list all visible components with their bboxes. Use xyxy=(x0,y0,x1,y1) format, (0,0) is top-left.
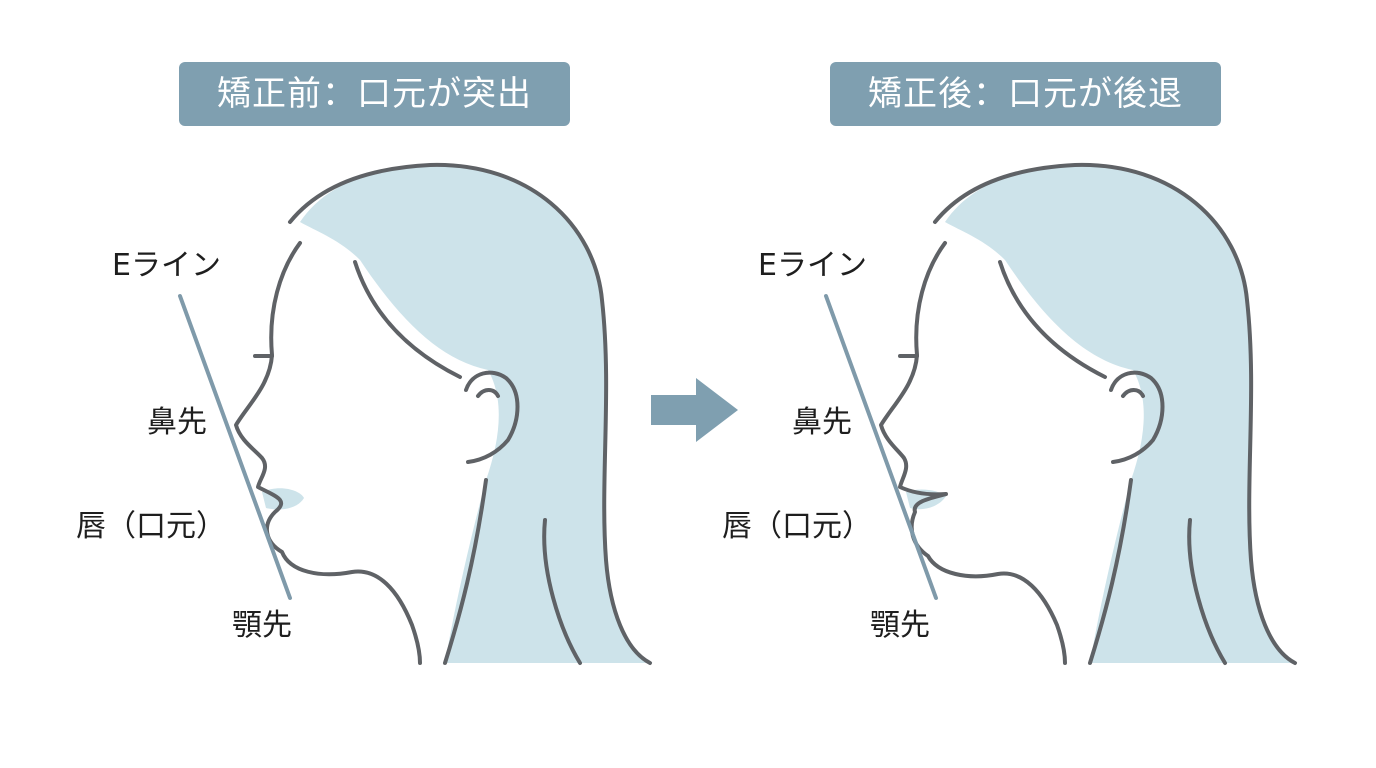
after-eline xyxy=(824,294,938,600)
before-hair xyxy=(300,164,650,663)
before-nose-tip-label: 鼻先 xyxy=(147,405,207,440)
after-eline-label: Eライン xyxy=(758,248,867,283)
before-eline xyxy=(178,294,292,600)
after-lips-label: 唇（口元） xyxy=(722,509,872,544)
before-chin-tip-label: 顎先 xyxy=(232,608,292,643)
after-chin-tip-label: 顎先 xyxy=(870,608,930,643)
right-arrow-icon xyxy=(651,378,738,442)
after-profile xyxy=(824,162,1297,665)
after-nose-tip-label: 鼻先 xyxy=(792,405,852,440)
before-title-badge: 矯正前：口元が突出 xyxy=(179,62,570,126)
after-hair xyxy=(945,164,1295,663)
before-lips-label: 唇（口元） xyxy=(76,509,226,544)
before-profile xyxy=(178,162,652,665)
after-title-badge: 矯正後：口元が後退 xyxy=(830,62,1221,126)
before-eline-label: Eライン xyxy=(112,248,221,283)
